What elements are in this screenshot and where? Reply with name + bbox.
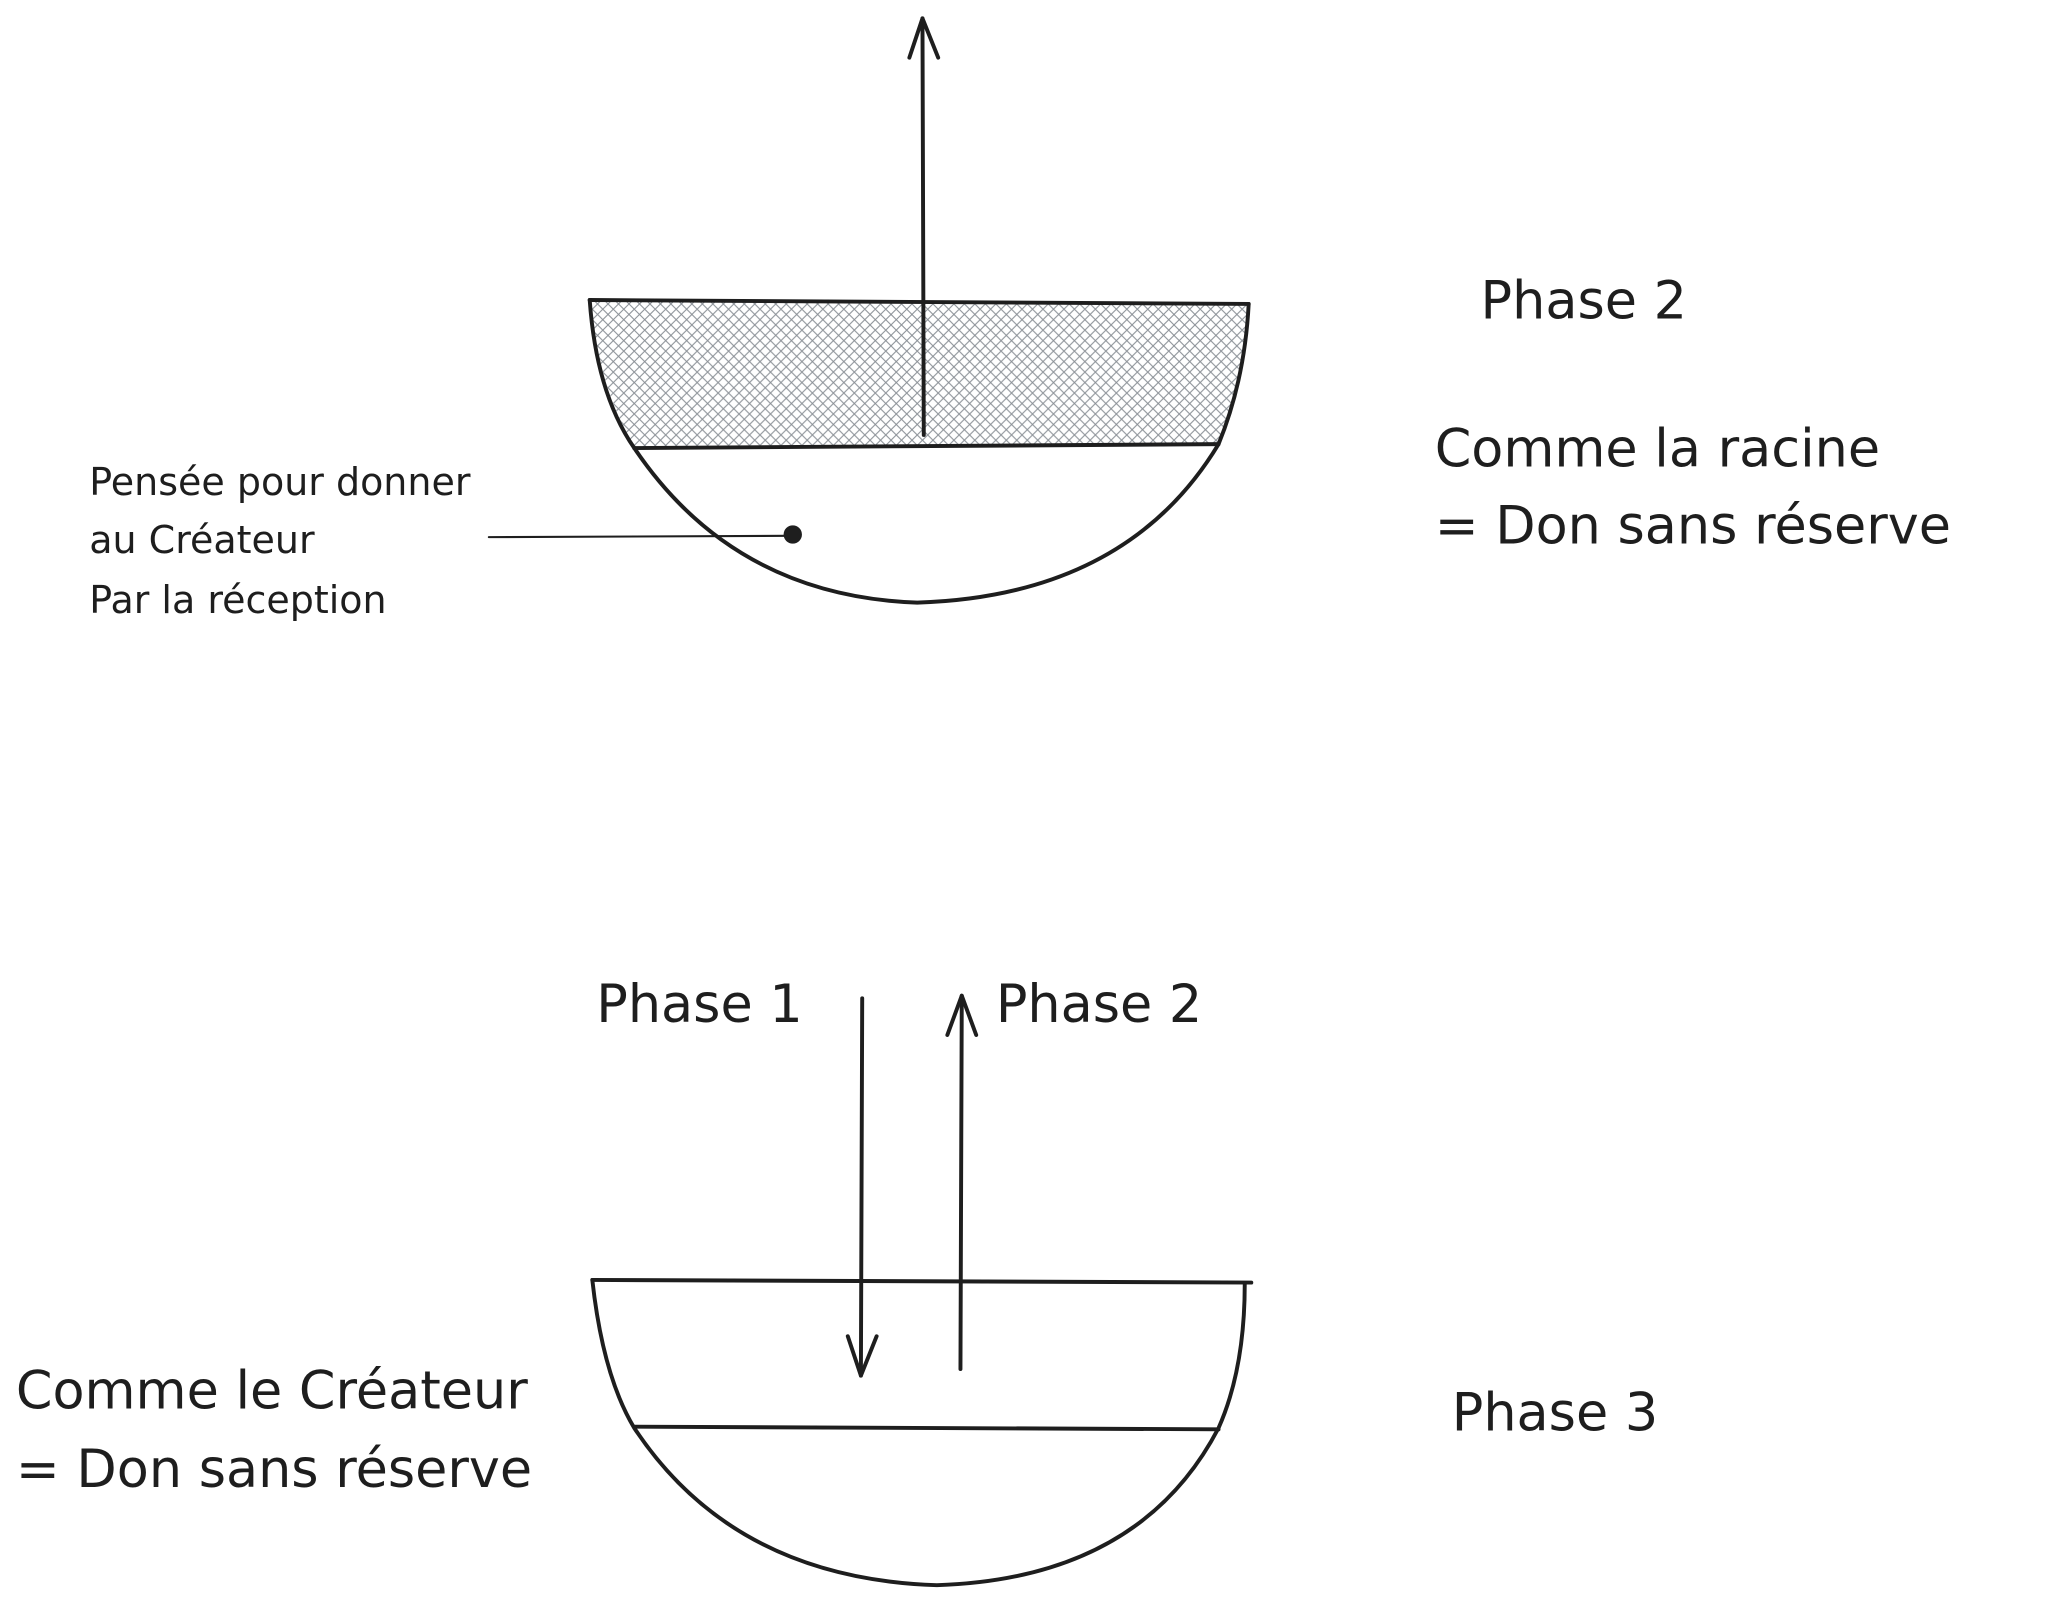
note-line-3: Par la réception: [89, 578, 386, 622]
phase2-up-arrow: [945, 993, 979, 1372]
bottom-bowl-rim: [590, 1277, 1254, 1285]
bottom-left-text-1: Comme le Créateur: [16, 1360, 528, 1421]
phase1-down-arrow: [845, 996, 879, 1378]
note-pointer: [487, 525, 802, 544]
top-bowl-rim: [587, 298, 1251, 306]
note-line-2: au Créateur: [89, 518, 315, 562]
top-bowl-divider: [632, 442, 1221, 451]
note-line-1: Pensée pour donner: [89, 460, 471, 504]
top-right-text-2: = Don sans réserve: [1435, 496, 1951, 557]
bottom-bowl-divider: [632, 1424, 1221, 1432]
top-bowl-hatched-fill: [591, 301, 1249, 449]
top-right-text-1: Comme la racine: [1435, 418, 1880, 479]
bottom-bowl-outline: [590, 1277, 1247, 1588]
top-bowl-outline: [587, 298, 1251, 605]
top-up-arrow: [907, 16, 941, 437]
pointer-dot: [783, 525, 802, 544]
bottom-left-text-2: = Don sans réserve: [16, 1439, 532, 1500]
bottom-bowl: [590, 1277, 1254, 1588]
bottom-phase1-label: Phase 1: [596, 974, 802, 1035]
bottom-phase2-label: Phase 2: [996, 974, 1202, 1035]
top-phase-label: Phase 2: [1481, 270, 1687, 331]
bottom-phase3-label: Phase 3: [1452, 1383, 1658, 1444]
top-bowl: [587, 298, 1251, 605]
